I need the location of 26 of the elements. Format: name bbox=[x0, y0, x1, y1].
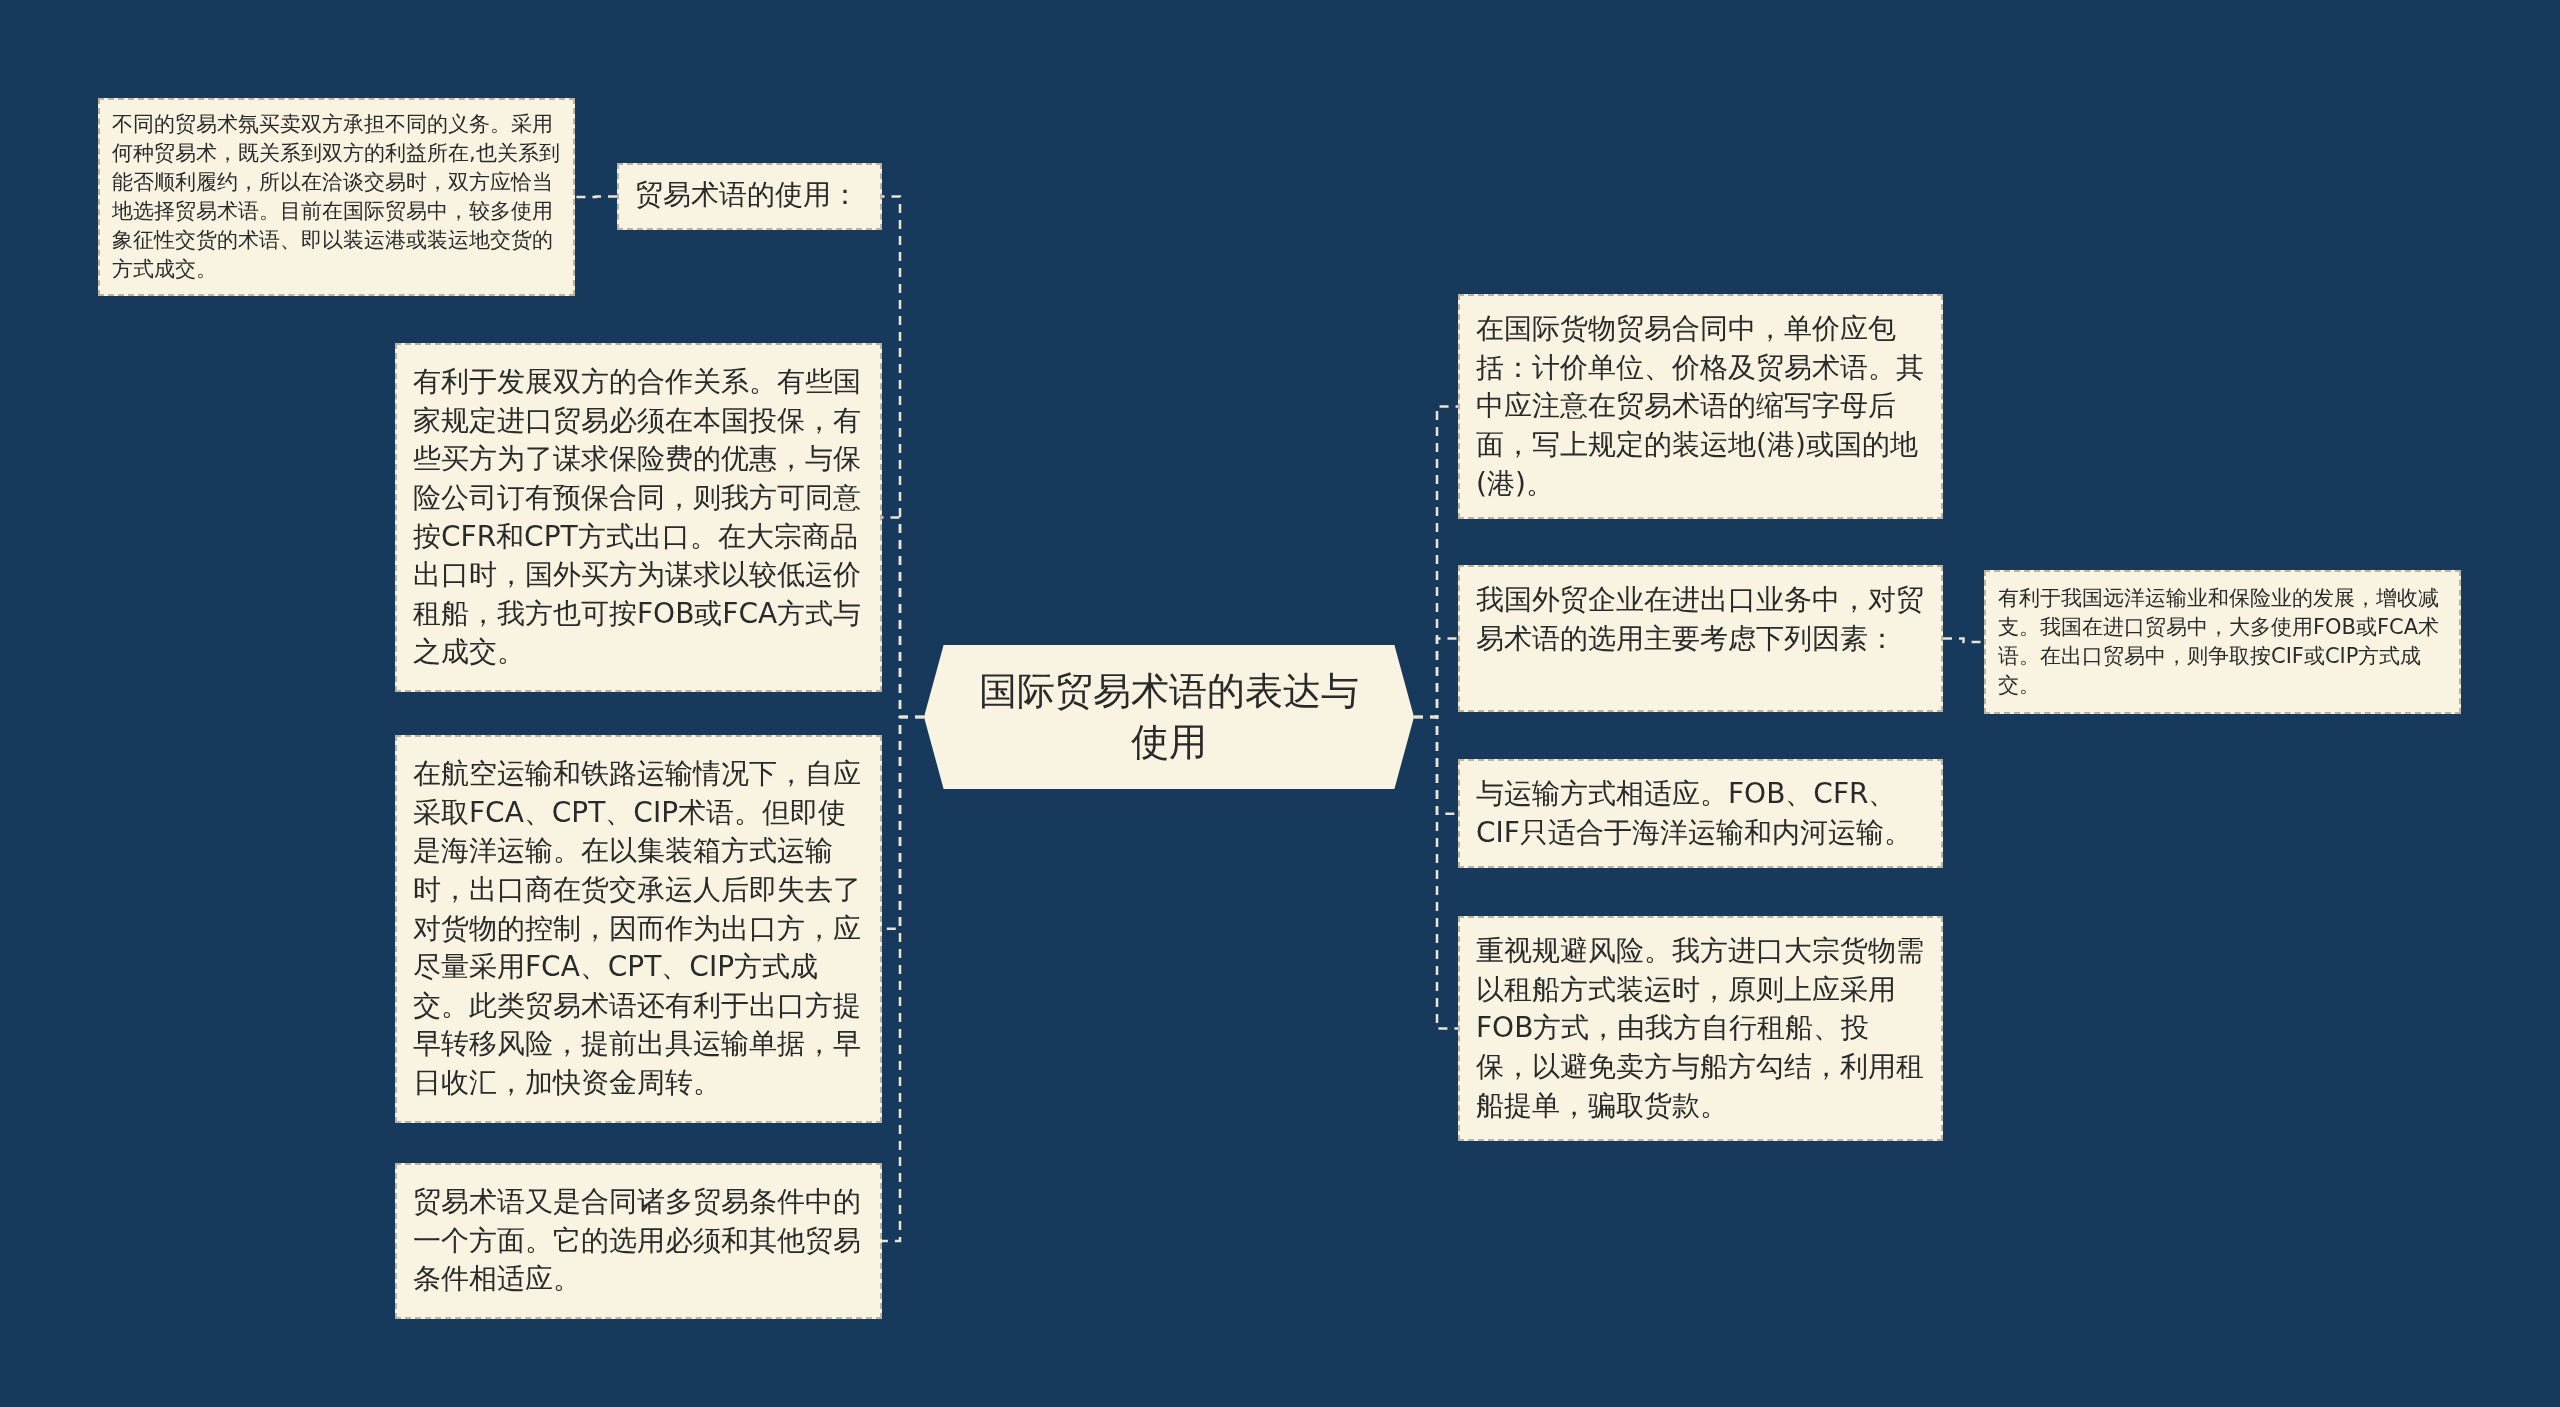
connector-line bbox=[1943, 637, 1984, 644]
connector-line bbox=[882, 715, 924, 1243]
topic-text: 贸易术语又是合同诸多贸易条件中的一个方面。它的选用必须和其他贸易条件相适应。 bbox=[413, 1184, 862, 1298]
topic-text: 在航空运输和铁路运输情况下，自应采取FCA、CPT、CIP术语。但即使是海洋运输。在以集装箱方式运输时，出口商在货交承运人后即失去了对货物的控制，因而作为出口方，应尽量采用FCA、CPT、CIP方式成交。此类贸易术语还有利于出口方提早转移风险，提前出具运输单据，早日收汇，加快资金周转。 bbox=[413, 756, 862, 1101]
topic-box bbox=[395, 343, 882, 692]
topic-box bbox=[1458, 759, 1943, 869]
connector-line bbox=[1414, 715, 1458, 1030]
topic-text: 与运输方式相适应。FOB、CFR、CIF只适合于海洋运输和内河运输。 bbox=[1476, 776, 1913, 851]
topic-text: 有利于发展双方的合作关系。有些国家规定进口贸易必须在本国投保，有些买方为了谋求保险费的优惠，与保险公司订有预保合同，则我方可同意按CFR和CPT方式出口。在大宗商品出口时，国外买方为谋求以较低运价租船，我方也可按FOB或FCA方式与之成交。 bbox=[413, 364, 863, 671]
topic-box bbox=[617, 163, 882, 230]
topic-text: 我国外贸企业在进出口业务中，对贸易术语的选用主要考虑下列因素： bbox=[1476, 582, 1925, 657]
topic-box bbox=[1458, 565, 1943, 712]
topic-box bbox=[1458, 294, 1943, 520]
topic-text: 在国际货物贸易合同中，单价应包括：计价单位、价格及贸易术语。其中应注意在贸易术语的缩写字母后面，写上规定的装运地(港)或国的地(港)。 bbox=[1476, 311, 1925, 502]
topic-box bbox=[1984, 570, 2461, 714]
central-topic-text: 国际贸易术语的表达与使用 bbox=[978, 667, 1360, 766]
topic-box bbox=[98, 98, 575, 296]
topic-box bbox=[395, 735, 882, 1123]
topic-text: 不同的贸易术氛买卖双方承担不同的义务。采用何种贸易术，既关系到双方的利益所在,也关系到能否顺利履约，所以在洽谈交易时，双方应恰当地选择贸易术语。目前在国际贸易中，较多使用象征性交货的术语、即以装运港或装运地交货的方式成交。 bbox=[112, 111, 561, 283]
topic-text: 有利于我国远洋运输业和保险业的发展，增收减支。我国在进口贸易中，大多使用FOB或FCA术语。在出口贸易中，则争取按CIF或CIP方式成交。 bbox=[1998, 585, 2441, 699]
connector-line bbox=[575, 195, 617, 199]
topic-text: 贸易术语的使用： bbox=[635, 177, 860, 213]
topic-box bbox=[395, 1163, 882, 1319]
central-topic-hexagon bbox=[924, 645, 1414, 789]
topic-text: 重视规避风险。我方进口大宗货物需以租船方式装运时，原则上应采用FOB方式，由我方自行租船、投保，以避免卖方与船方勾结，利用租船提单，骗取货款。 bbox=[1476, 933, 1925, 1124]
topic-box bbox=[1458, 916, 1943, 1142]
